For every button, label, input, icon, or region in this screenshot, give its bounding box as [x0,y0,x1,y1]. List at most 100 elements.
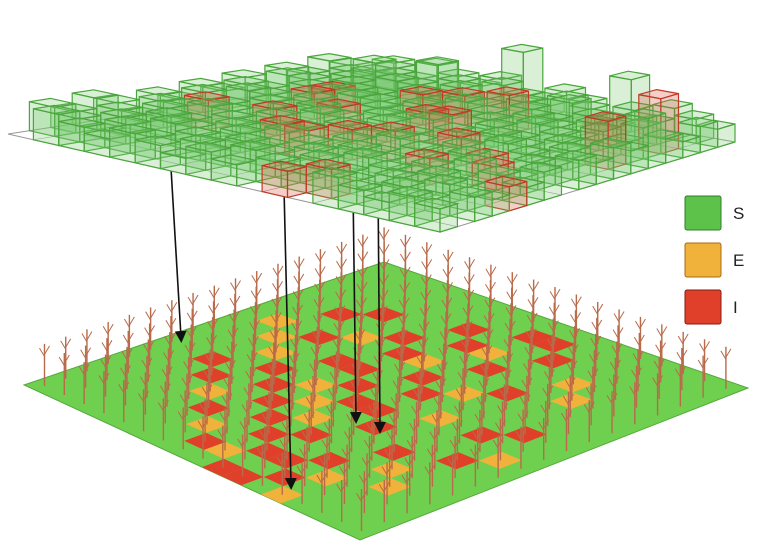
tree [339,462,350,505]
tree [207,317,219,360]
tree [504,319,516,362]
tree [495,418,506,461]
tree [497,401,508,444]
tree [208,285,220,328]
tree [228,309,240,352]
ground-cell-i [435,452,479,470]
tree [677,331,689,374]
tree [656,324,668,367]
ground-cell-e [550,392,594,409]
tree [316,470,328,513]
ground-cell-e [189,383,232,400]
ground-cell-e [402,353,446,370]
tree [567,342,579,385]
tree [406,436,418,479]
tree [447,453,459,496]
tree [237,434,249,477]
ground-cell-i [381,345,425,362]
tree [436,359,448,402]
tree [498,384,510,427]
tree [184,340,196,383]
tree [401,471,413,514]
legend-item-e: E [684,242,744,278]
tree [245,366,257,409]
tree [505,303,517,346]
tree [123,314,135,357]
tree [409,418,420,461]
tree [78,362,90,405]
ground-plane [22,261,750,541]
tree [484,295,496,338]
tree [449,435,461,478]
bar-s [108,123,156,164]
bottom-landscape-layer [22,227,750,541]
ground-cell-i [356,402,399,419]
tree [268,342,280,385]
legend-swatch-e [684,242,722,278]
bar-s [561,136,604,166]
tree [542,383,554,426]
tree [396,327,408,370]
ground-cell-i [503,426,547,444]
ground-cell-i [400,385,444,402]
tree [243,383,255,426]
tree [431,410,443,453]
tree [246,350,258,393]
ground-cell-i [511,329,555,345]
tree [587,366,599,409]
projection-arrows [170,167,386,490]
tree [462,303,474,346]
ground-cell-i [372,443,416,461]
tree [457,368,469,411]
tree [563,392,574,435]
tree [378,480,390,523]
tree [327,384,339,427]
tree [394,360,406,403]
tree [585,383,597,426]
tree [100,354,111,397]
bar-s [466,188,512,217]
tree [435,376,447,419]
tree [39,343,50,386]
tree [197,416,209,459]
ground-cell-i [187,399,230,417]
bar-s [210,154,257,187]
tree [699,339,710,382]
ground-cell-e [293,393,336,410]
tree [204,349,216,392]
tree [138,389,149,432]
tree [144,323,156,366]
ground-cell-e [551,376,595,393]
projection-arrow [349,187,362,424]
ground-cell-i [249,409,292,426]
tree [177,407,189,450]
ground-cell-i [190,367,233,384]
legend: S E I [684,195,744,325]
tree [221,391,233,434]
tree [358,471,370,514]
tree [426,444,438,487]
tree [226,341,238,384]
tree [592,301,604,344]
ground-cell-i [221,467,264,486]
tree [492,435,504,478]
tree [429,427,441,470]
tree [269,326,281,369]
tree [569,326,580,369]
bar-s [199,137,246,167]
projection-arrow [283,187,297,490]
ground-cell-i [254,360,297,377]
tree [139,372,151,415]
ground-cell-i [201,458,244,477]
tree [395,343,407,386]
bar-s [549,93,592,139]
tree [420,288,432,331]
tree [201,382,213,425]
tree [186,308,198,351]
tree [185,324,197,367]
tree [655,340,667,383]
ground-cell-i [265,451,309,469]
tree [629,382,641,425]
tree [588,350,600,393]
tree [355,311,367,354]
